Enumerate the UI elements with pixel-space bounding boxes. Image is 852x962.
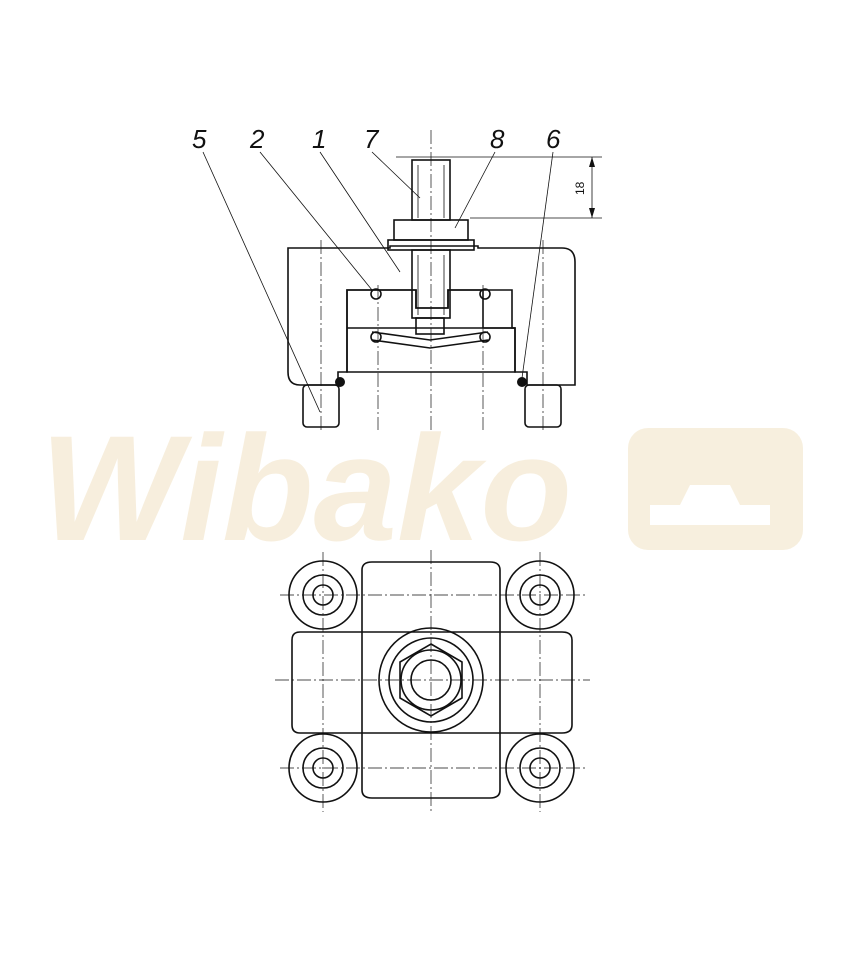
callout-8: 8	[490, 124, 505, 154]
watermark-logo-icon	[650, 485, 770, 525]
spring-ring-left	[370, 331, 382, 343]
leader-1	[319, 151, 401, 273]
dim-arrow-bottom	[589, 208, 595, 218]
seal-right	[517, 377, 527, 387]
housing-body	[287, 245, 576, 386]
watermark: Wibako	[40, 404, 803, 572]
spring-ring-right	[479, 331, 491, 343]
counterbore-br	[519, 747, 561, 789]
callout-1: 1	[312, 124, 326, 154]
plan-view	[275, 550, 590, 812]
plan-center-plate	[361, 561, 501, 799]
seal-left	[335, 377, 345, 387]
leader-5	[202, 151, 321, 413]
o-ring-right	[479, 288, 491, 300]
leader-2	[259, 151, 373, 291]
section-view: 18	[202, 130, 602, 430]
leader-6	[521, 151, 554, 379]
spring-plate-left	[371, 331, 489, 341]
callout-2: 2	[249, 124, 265, 154]
watermark-text: Wibako	[40, 404, 572, 572]
o-ring-left	[370, 288, 382, 300]
spring-plate-right	[371, 339, 489, 349]
callout-5: 5	[192, 124, 207, 154]
callout-7: 7	[364, 124, 380, 154]
inner-cavity	[346, 289, 516, 373]
leader-7	[371, 151, 421, 199]
plan-outline	[291, 631, 573, 734]
dim-arrow-top	[589, 157, 595, 167]
leader-8	[454, 151, 496, 229]
callout-6: 6	[546, 124, 561, 154]
bolt-tip	[415, 317, 445, 335]
dimension-value: 18	[573, 181, 587, 195]
